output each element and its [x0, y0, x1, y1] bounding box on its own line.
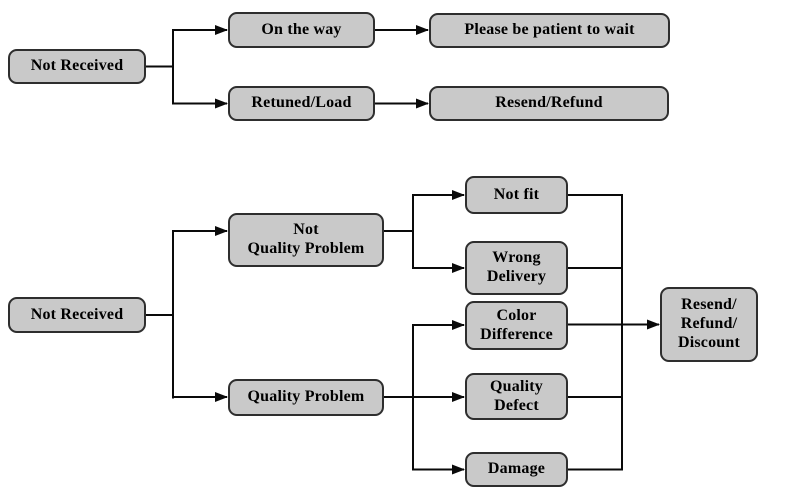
node-damage: Damage: [465, 452, 568, 487]
node-resend-refund-discount: Resend/ Refund/ Discount: [660, 287, 758, 362]
node-not-received-bottom: Not Received: [8, 297, 146, 333]
node-color-difference: Color Difference: [465, 301, 568, 350]
node-not-quality-problem: Not Quality Problem: [228, 213, 384, 267]
node-quality-defect: Quality Defect: [465, 373, 568, 420]
node-retuned-load: Retuned/Load: [228, 86, 375, 121]
node-resend-refund: Resend/Refund: [429, 86, 669, 121]
node-not-received-top: Not Received: [8, 49, 146, 84]
bottom-flow-connectors: [146, 190, 660, 475]
node-on-the-way: On the way: [228, 12, 375, 48]
node-not-fit: Not fit: [465, 176, 568, 214]
top-flow-connectors: [146, 25, 429, 109]
node-quality-problem: Quality Problem: [228, 379, 384, 416]
node-wrong-delivery: Wrong Delivery: [465, 241, 568, 295]
node-please-be-patient: Please be patient to wait: [429, 13, 670, 48]
